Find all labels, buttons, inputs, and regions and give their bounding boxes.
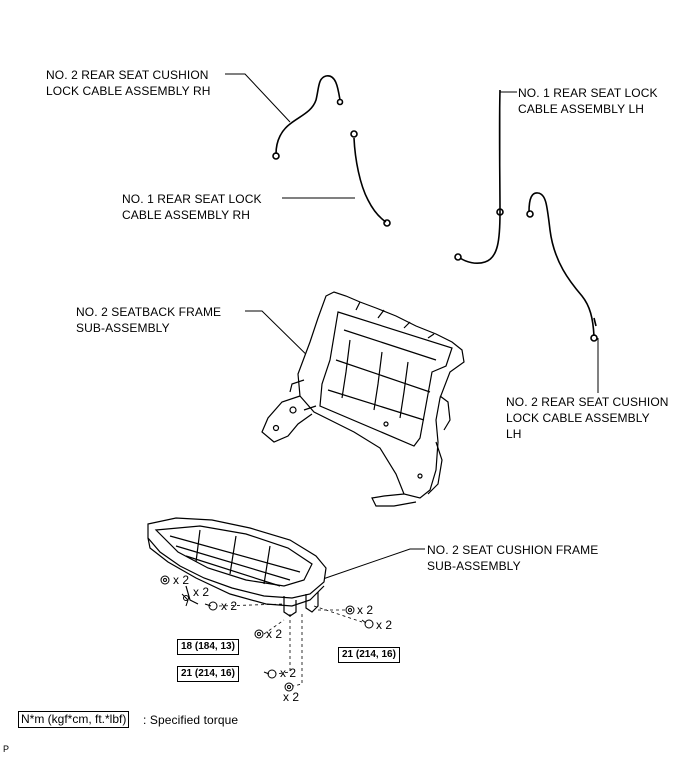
qty-nut-center: x 2 xyxy=(266,627,283,641)
torque-box-nut: 18 (184, 13) xyxy=(177,639,239,655)
label-no2-seatback-frame: NO. 2 SEATBACK FRAME SUB-ASSEMBLY xyxy=(76,305,222,335)
no2-seatback-frame xyxy=(261,291,465,507)
legend-torque-box: N*m (kgf*cm, ft.*lbf) xyxy=(18,711,130,728)
no2-rear-cushion-cable-lh xyxy=(526,192,598,342)
corner-mark: P xyxy=(3,744,10,754)
torque-box-bolt-right: 21 (214, 16) xyxy=(338,647,400,663)
label-no1-rear-lock-cable-lh: NO. 1 REAR SEAT LOCK CABLE ASSEMBLY LH xyxy=(518,86,658,116)
dashed-guides xyxy=(218,603,363,687)
label-no2-rear-cushion-cable-lh: NO. 2 REAR SEAT CUSHION LOCK CABLE ASSEM… xyxy=(506,395,669,441)
no2-seat-cushion-frame xyxy=(147,517,327,617)
legend-text: : Specified torque xyxy=(143,713,239,727)
no1-rear-lock-cable-lh xyxy=(454,89,504,265)
torque-box-bolt-left: 21 (214, 16) xyxy=(177,666,239,682)
qty-nut-right: x 2 xyxy=(357,603,374,617)
no2-rear-cushion-cable-rh xyxy=(272,75,344,160)
qty-nut-left: x 2 xyxy=(173,573,190,587)
no1-rear-lock-cable-rh xyxy=(350,130,391,227)
qty-clip-left: x 2 xyxy=(193,585,210,599)
qty-bolt-lower: x 2 xyxy=(280,666,297,680)
qty-nut-lower: x 2 xyxy=(283,690,300,704)
qty-bolt-left: x 2 xyxy=(221,599,238,613)
label-no1-rear-lock-cable-rh: NO. 1 REAR SEAT LOCK CABLE ASSEMBLY RH xyxy=(122,192,262,222)
label-no2-seat-cushion-frame: NO. 2 SEAT CUSHION FRAME SUB-ASSEMBLY xyxy=(427,543,599,573)
label-no2-rear-cushion-cable-rh: NO. 2 REAR SEAT CUSHION LOCK CABLE ASSEM… xyxy=(46,68,211,98)
qty-bolt-right: x 2 xyxy=(376,618,393,632)
